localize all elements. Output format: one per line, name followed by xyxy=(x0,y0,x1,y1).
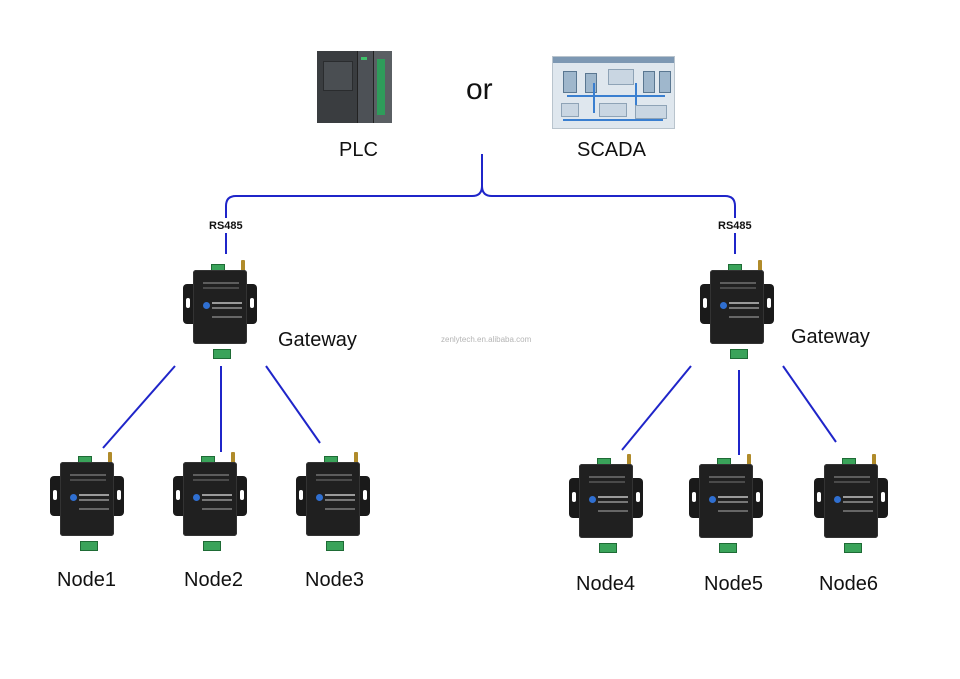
node-label-4: Node4 xyxy=(576,573,635,595)
rs485-label-left: RS485 xyxy=(209,220,243,232)
node-device-6 xyxy=(813,454,889,553)
node-device-1 xyxy=(49,452,125,551)
link-node3 xyxy=(265,365,321,444)
link-node4 xyxy=(621,365,692,451)
link-node6 xyxy=(782,365,837,443)
node-label-2: Node2 xyxy=(184,569,243,591)
node-label-1: Node1 xyxy=(57,569,116,591)
gateway-label-right: Gateway xyxy=(791,326,870,348)
rs485-bus xyxy=(225,154,736,218)
gateway-label-left: Gateway xyxy=(278,329,357,351)
rs485-label-right: RS485 xyxy=(718,220,752,232)
node-label-3: Node3 xyxy=(305,569,364,591)
node-label-6: Node6 xyxy=(819,573,878,595)
node-device-2 xyxy=(172,452,248,551)
link-node1 xyxy=(102,365,176,449)
node-device-3 xyxy=(295,452,371,551)
plc-label: PLC xyxy=(339,139,378,161)
scada-image xyxy=(552,56,675,129)
gateway-device-right xyxy=(699,260,775,359)
watermark: zenlytech.en.alibaba.com xyxy=(441,335,532,344)
gateway-device-left xyxy=(182,260,258,359)
node-label-5: Node5 xyxy=(704,573,763,595)
or-label: or xyxy=(466,73,493,106)
plc-image xyxy=(317,51,392,123)
node-device-4 xyxy=(568,454,644,553)
node-device-5 xyxy=(688,454,764,553)
scada-label: SCADA xyxy=(577,139,646,161)
